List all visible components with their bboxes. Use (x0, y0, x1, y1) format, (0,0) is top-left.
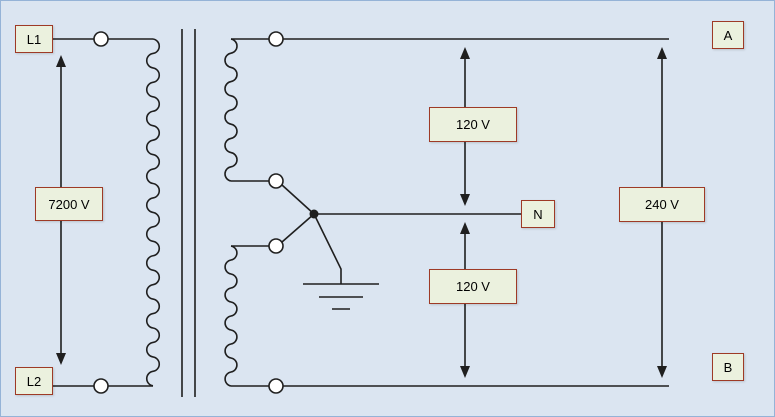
primary-voltage-label: 7200 V (35, 187, 103, 221)
lower-tap-diagonal (281, 213, 315, 243)
terminal-node-a (268, 31, 284, 47)
terminal-b-label: B (712, 353, 744, 381)
arrowhead-down-upper-120 (460, 194, 470, 206)
upper-secondary-voltage-label: 120 V (429, 107, 517, 142)
l2-label: L2 (15, 367, 53, 395)
arrowhead-up-lower-120 (460, 222, 470, 234)
arrowhead-down-lower-120 (460, 366, 470, 378)
terminal-a-label: A (712, 21, 744, 49)
upper-tap-diagonal (281, 184, 315, 215)
arrowhead-up-upper-120 (460, 47, 470, 59)
l1-label: L1 (15, 25, 53, 53)
arrowhead-up-240 (657, 47, 667, 59)
terminal-node-lower-tap (268, 238, 284, 254)
total-secondary-voltage-label: 240 V (619, 187, 705, 222)
secondary-winding-upper (224, 38, 238, 182)
arrowhead-down-240 (657, 366, 667, 378)
neutral-label: N (521, 200, 555, 228)
arrowhead-down-primary (56, 353, 66, 365)
secondary-winding-lower (224, 245, 238, 387)
primary-winding (145, 38, 161, 387)
terminal-node-l2 (93, 378, 109, 394)
lower-secondary-voltage-label: 120 V (429, 269, 517, 304)
ground-stem (313, 213, 342, 284)
arrowhead-up-primary (56, 55, 66, 67)
neutral-junction-dot (309, 209, 319, 219)
terminal-node-upper-tap (268, 173, 284, 189)
terminal-node-l1 (93, 31, 109, 47)
terminal-node-b (268, 378, 284, 394)
